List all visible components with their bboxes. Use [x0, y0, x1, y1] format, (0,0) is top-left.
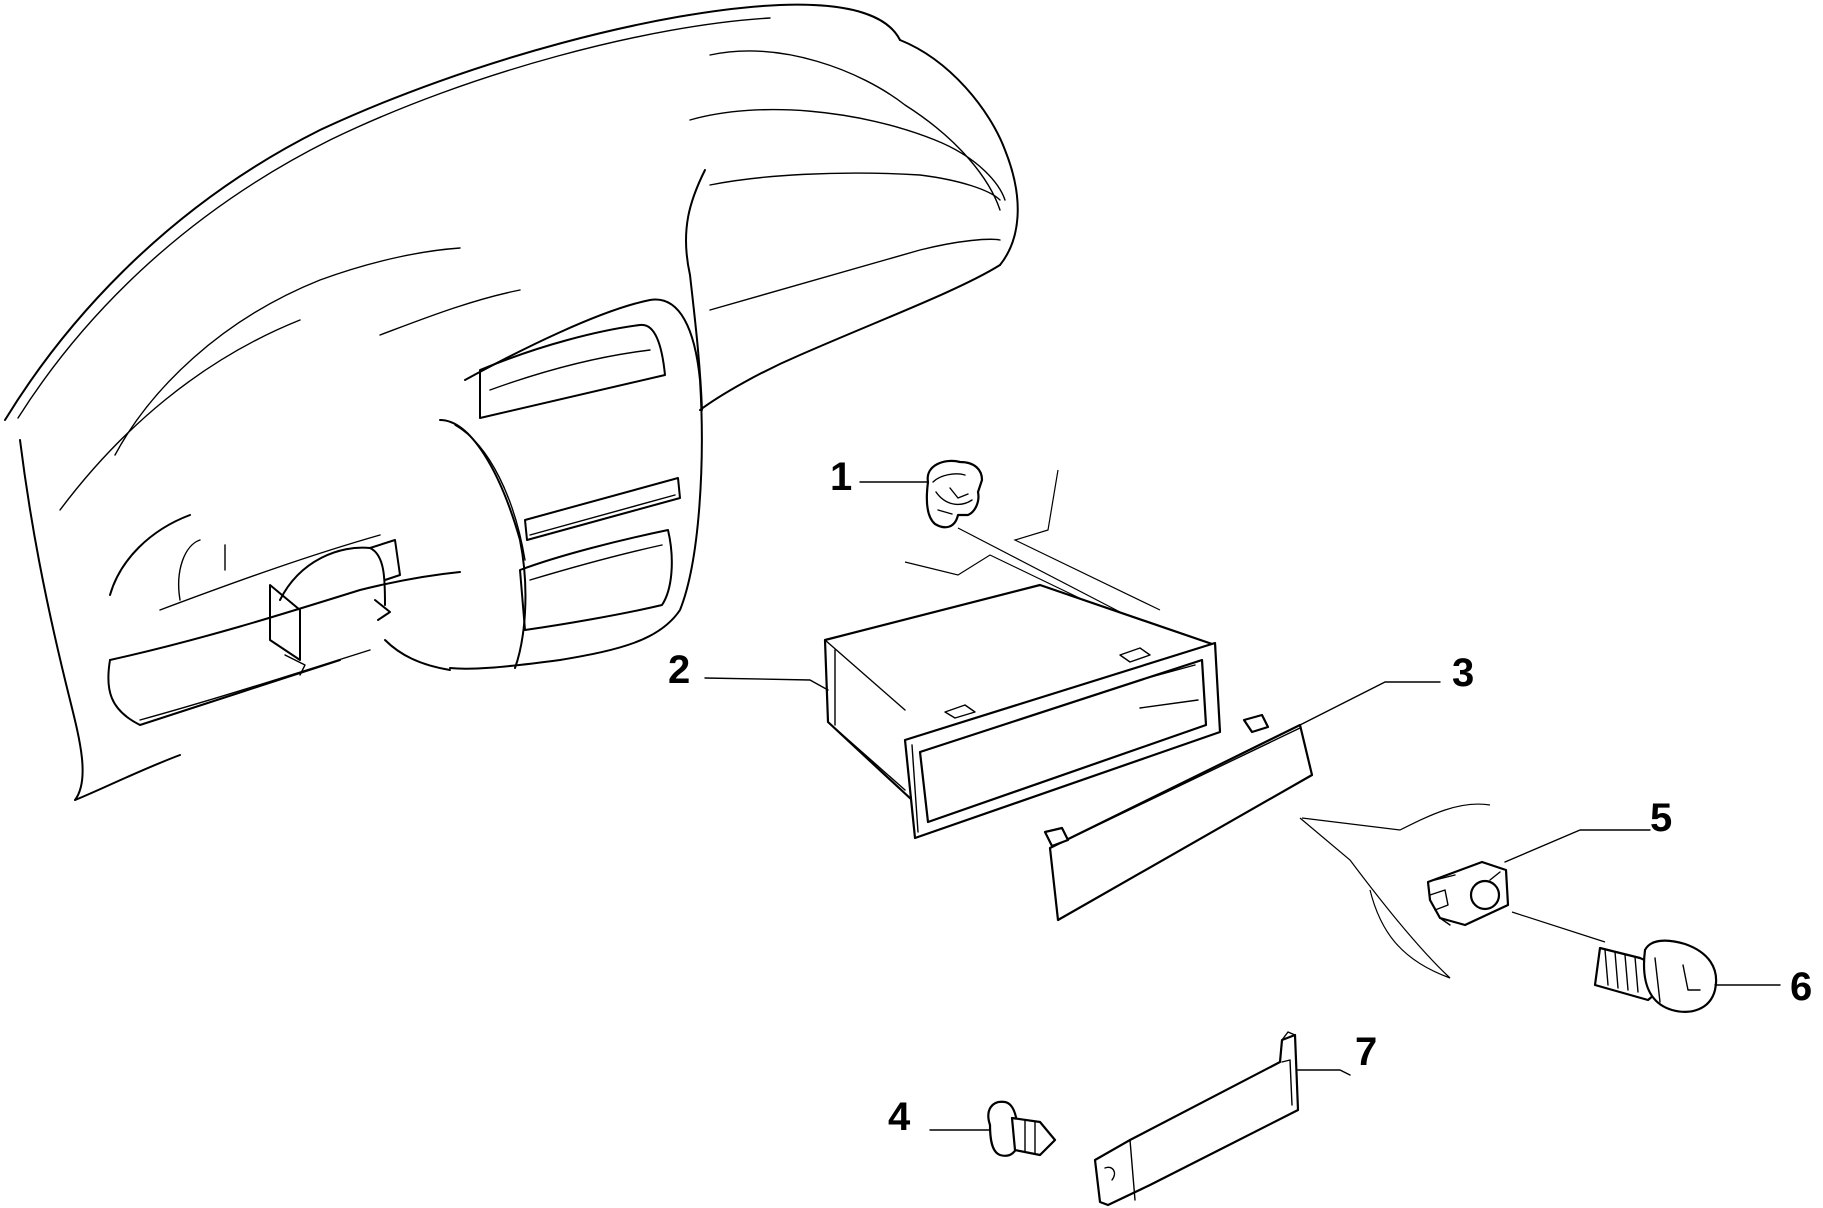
cover-plate-part-3 — [1043, 713, 1314, 922]
radio-housing-part-2 — [823, 583, 1222, 840]
assembly-line — [1299, 817, 1451, 979]
screw-part-6 — [1511, 911, 1718, 1013]
callout-1: 1 — [830, 455, 852, 499]
assembly-line — [1301, 803, 1491, 831]
callout-6: 6 — [1790, 965, 1812, 1009]
callout-4: 4 — [888, 1095, 911, 1139]
callout-2: 2 — [668, 648, 690, 692]
dashboard-outline — [4, 3, 1019, 801]
callout-5: 5 — [1650, 796, 1672, 840]
assembly-line — [904, 554, 1126, 621]
callout-7: 7 — [1355, 1030, 1377, 1074]
bracket-part-5 — [1426, 860, 1510, 927]
clip-part-1 — [925, 459, 984, 529]
assembly-line — [957, 527, 1121, 613]
strip-part-7 — [1093, 1031, 1300, 1207]
assembly-line — [1013, 469, 1161, 611]
assembly-line — [1369, 889, 1451, 979]
callout-3: 3 — [1452, 651, 1474, 695]
bolt-part-4 — [987, 1100, 1057, 1157]
leader-lines — [704, 481, 1781, 1131]
